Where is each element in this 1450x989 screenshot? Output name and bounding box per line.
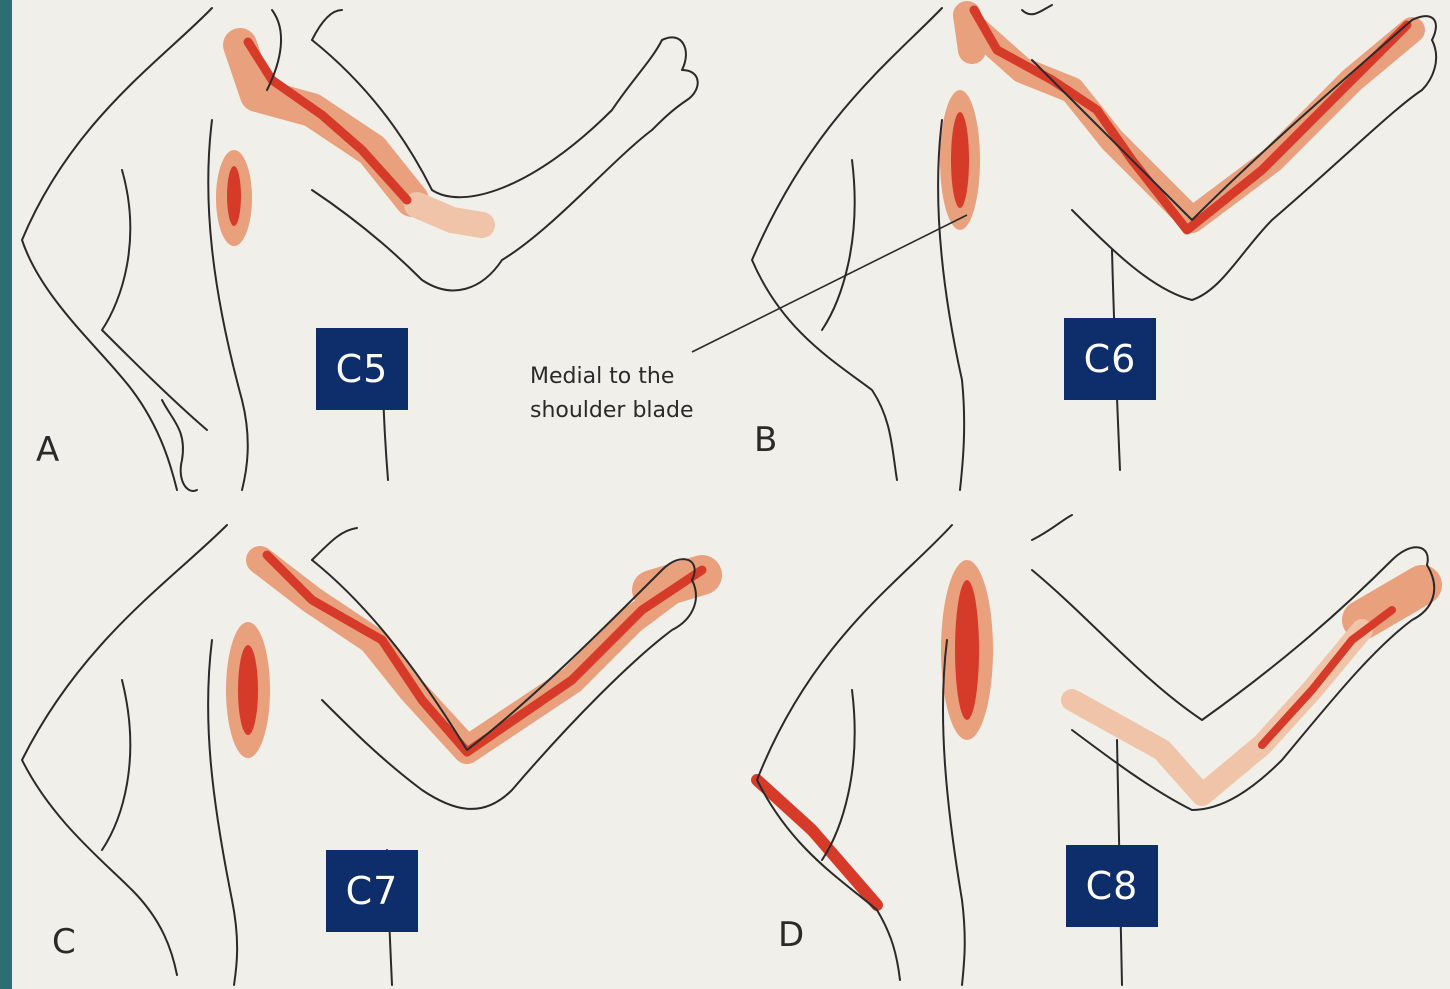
level-box-c5: C5 <box>316 328 408 410</box>
dermatome-illustration <box>12 0 1450 989</box>
annotation-line-1: Medial to the <box>530 360 694 394</box>
panel-letter-d: D <box>778 915 804 955</box>
c6-pain-line <box>974 10 1407 230</box>
panel-letter-c: C <box>52 922 76 962</box>
figure-b <box>752 5 1436 490</box>
annotation-medial-shoulder-blade: Medial to the shoulder blade <box>530 360 694 428</box>
c7-pain-arm <box>260 560 672 750</box>
panel-letter-b: B <box>754 420 777 460</box>
level-box-c6: C6 <box>1064 318 1156 400</box>
c5-pain-arm-pale <box>417 205 482 225</box>
panel-letter-a: A <box>36 430 59 470</box>
c6-pain-arm <box>977 30 1412 220</box>
annotation-line-2: shoulder blade <box>530 394 694 428</box>
c8-pain-forearm-outline <box>1072 630 1362 795</box>
level-box-c7: C7 <box>326 850 418 932</box>
c5-pain-line <box>248 42 407 200</box>
diagram-paper: C5 C6 C7 C8 A B C D Medial to the should… <box>12 0 1450 989</box>
c8-pain-elbow <box>757 780 877 905</box>
level-box-c8: C8 <box>1066 845 1158 927</box>
annotation-leader-line <box>692 215 967 352</box>
